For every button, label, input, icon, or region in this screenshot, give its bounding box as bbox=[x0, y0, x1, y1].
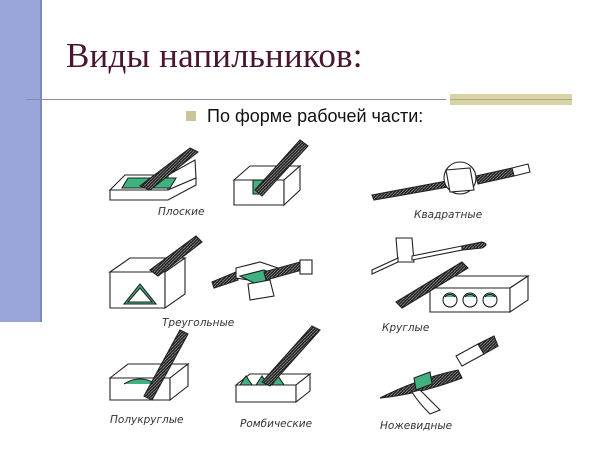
caption-triangular: Треугольные bbox=[162, 317, 235, 329]
caption-square: Квадратные bbox=[414, 209, 483, 221]
caption-flat: Плоские bbox=[158, 206, 205, 218]
caption-round: Круглые bbox=[382, 322, 430, 334]
triangular-file-handle-figure bbox=[211, 259, 313, 301]
slide-title: Виды напильников: bbox=[66, 36, 363, 75]
title-divider bbox=[26, 99, 446, 100]
half-round-file-figure bbox=[108, 329, 190, 402]
caption-half-round: Полукруглые bbox=[110, 414, 184, 426]
round-hammer-figure bbox=[371, 237, 487, 275]
triangular-block-figure bbox=[108, 235, 203, 310]
knife-file-figure bbox=[379, 335, 499, 415]
flat-file-figure bbox=[108, 147, 200, 201]
rhombic-file-figure bbox=[234, 325, 321, 404]
side-bar-edge bbox=[40, 0, 42, 322]
caption-rhombic: Ромбические bbox=[240, 418, 313, 430]
side-bar-decoration bbox=[0, 0, 40, 322]
square-groove-block-figure bbox=[232, 139, 309, 207]
title-divider-accent-line bbox=[450, 99, 572, 100]
round-holes-block-figure bbox=[395, 261, 530, 314]
caption-knife: Ножевидные bbox=[380, 420, 453, 432]
square-file-handle-figure bbox=[371, 161, 531, 201]
slide-subtitle: По форме рабочей части: bbox=[207, 106, 424, 126]
bullet-marker bbox=[186, 111, 196, 121]
